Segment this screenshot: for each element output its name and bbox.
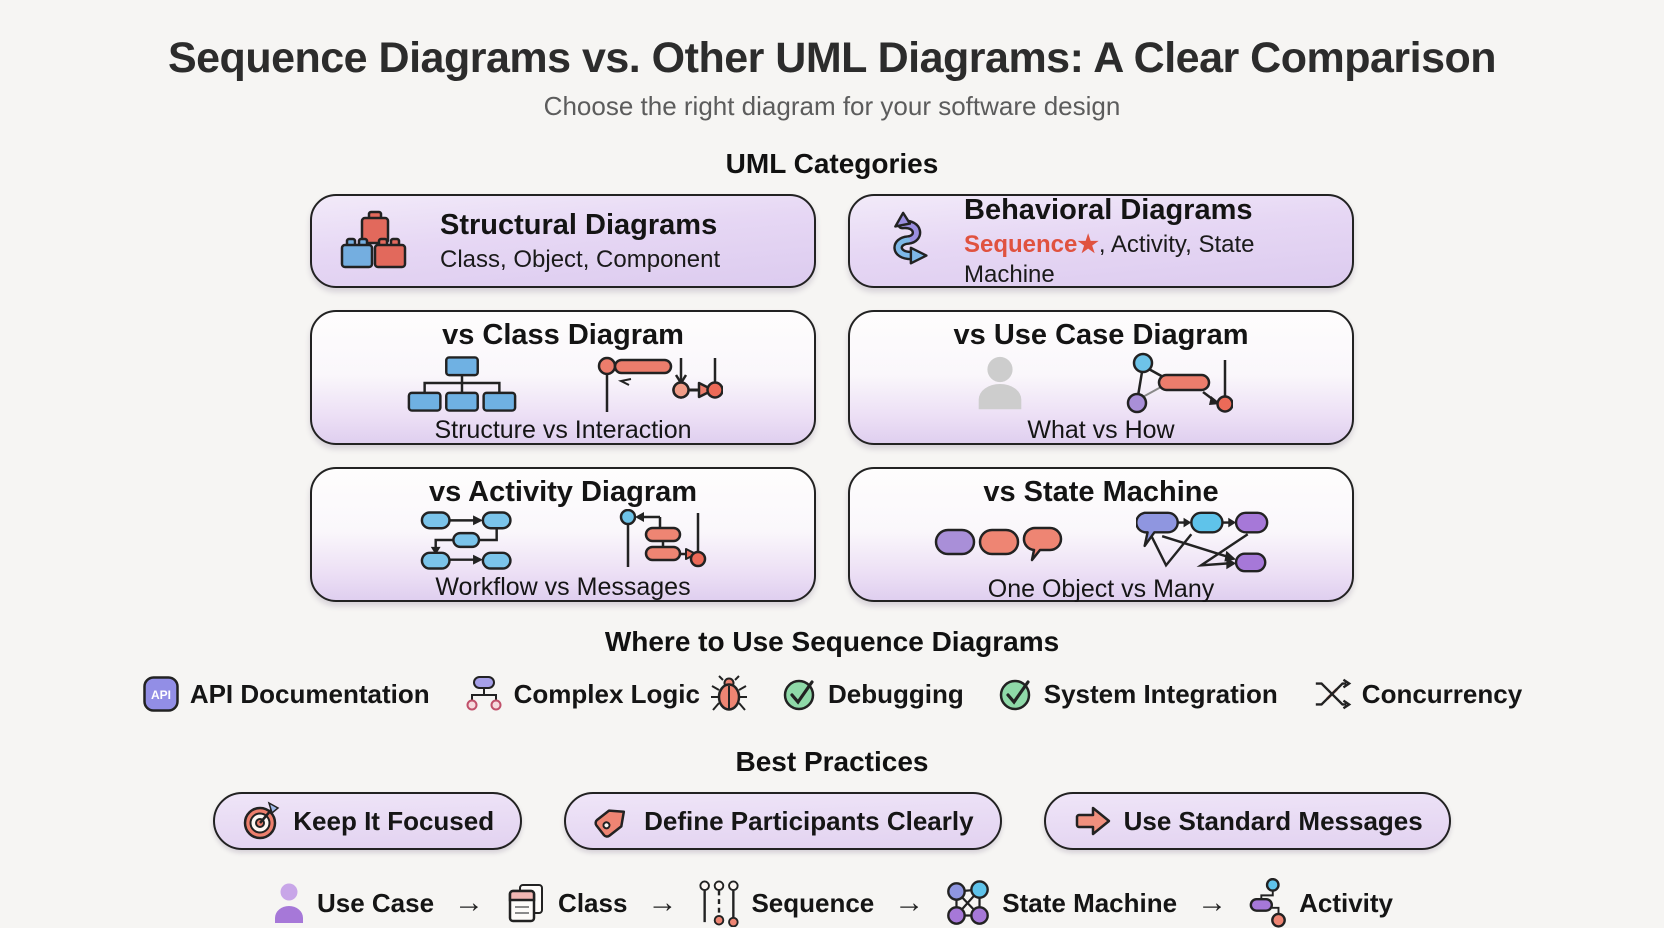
vs-use-case-title: vs Use Case Diagram xyxy=(953,319,1249,351)
path-arrow-icon: → xyxy=(454,886,485,919)
usecase-network-icon xyxy=(1103,352,1233,416)
state-graph-icon xyxy=(1136,507,1270,577)
use-item-label: Complex Logic xyxy=(513,678,700,709)
path-step-sequence: Sequence xyxy=(697,879,874,927)
page-subtitle: Choose the right diagram for your softwa… xyxy=(543,91,1121,121)
api-badge-icon: API xyxy=(142,675,180,713)
use-item-complex-logic: Complex Logic xyxy=(464,674,748,714)
vs-state-machine-caption: One Object vs Many xyxy=(987,575,1215,603)
s-curve-arrow-icon xyxy=(876,210,938,272)
uml-categories-heading: UML Categories xyxy=(725,148,939,179)
use-cases-row: API API Documentation Complex Logic xyxy=(0,670,1664,718)
vs-activity-diagram-card: vs Activity Diagram xyxy=(310,467,816,602)
vs-use-case-icons xyxy=(969,352,1233,416)
concurrency-icon xyxy=(1312,674,1352,714)
activity-flow-icon xyxy=(418,509,536,573)
behavioral-subtitle-rest: , Activity, State Machine xyxy=(964,231,1255,288)
tag-icon xyxy=(592,801,632,841)
path-step-class: Class xyxy=(504,881,627,925)
best-practices-heading: Best Practices xyxy=(735,746,929,777)
state-pills-icon xyxy=(932,516,1064,568)
structural-card-subtitle: Class, Object, Component xyxy=(440,246,721,274)
pill-label: Keep It Focused xyxy=(293,805,495,836)
class-doc-icon xyxy=(504,881,548,925)
actor-icon xyxy=(271,882,307,924)
check-circle-icon xyxy=(998,676,1034,712)
sequence-messages-icon xyxy=(608,509,708,573)
vs-class-title: vs Class Diagram xyxy=(442,319,684,351)
api-icon-label: API xyxy=(151,688,171,702)
class-tree-icon xyxy=(403,353,521,415)
use-item-api-documentation: API API Documentation xyxy=(142,675,430,713)
use-item-label: API Documentation xyxy=(189,678,430,709)
vs-activity-title: vs Activity Diagram xyxy=(428,476,698,508)
bug-icon xyxy=(710,674,748,714)
use-item-label: Debugging xyxy=(827,678,964,709)
structural-card-text: Structural Diagrams Class, Object, Compo… xyxy=(440,208,720,275)
learning-path-row: Use Case → Class → xyxy=(0,878,1664,928)
vs-state-machine-icons xyxy=(932,509,1270,575)
sequence-star-highlight: Sequence★ xyxy=(964,231,1099,259)
behavioral-card-title: Behavioral Diagrams xyxy=(964,194,1253,227)
vs-use-case-diagram-card: vs Use Case Diagram xyxy=(848,310,1354,445)
path-step-label: State Machine xyxy=(1002,887,1178,918)
use-item-label: System Integration xyxy=(1043,678,1278,709)
behavioral-card-subtitle: Sequence★, Activity, State Machine xyxy=(964,230,1338,289)
vs-use-case-caption: What vs How xyxy=(1027,416,1175,444)
state-nodes-icon xyxy=(944,879,992,927)
path-step-activity: Activity xyxy=(1247,878,1393,928)
target-icon xyxy=(241,801,281,841)
path-step-label: Use Case xyxy=(316,887,435,918)
pill-keep-it-focused: Keep It Focused xyxy=(213,792,523,850)
use-item-concurrency: Concurrency xyxy=(1312,674,1522,714)
path-arrow-icon: → xyxy=(647,886,678,919)
path-step-label: Sequence xyxy=(751,887,875,918)
path-arrow-icon: → xyxy=(1197,886,1228,919)
check-circle-icon xyxy=(782,676,818,712)
person-icon xyxy=(969,353,1031,415)
path-step-label: Activity xyxy=(1299,887,1394,918)
best-practices-row: Keep It Focused Define Participants Clea… xyxy=(0,792,1664,850)
vs-class-diagram-card: vs Class Diagram xyxy=(310,310,816,445)
pill-label: Define Participants Clearly xyxy=(644,805,974,836)
lifelines-icon xyxy=(697,879,741,927)
activity-mini-icon xyxy=(1247,878,1289,928)
pill-label: Use Standard Messages xyxy=(1123,805,1423,836)
cards-grid: Structural Diagrams Class, Object, Compo… xyxy=(310,194,1354,603)
where-heading: Where to Use Sequence Diagrams xyxy=(604,626,1060,657)
path-step-label: Class xyxy=(558,887,628,918)
vs-class-caption: Structure vs Interaction xyxy=(434,416,692,444)
path-step-use-case: Use Case xyxy=(271,882,434,924)
use-item-debugging: Debugging xyxy=(782,676,964,712)
structural-diagrams-card: Structural Diagrams Class, Object, Compo… xyxy=(310,194,816,288)
vs-class-icons xyxy=(403,352,723,416)
pill-use-standard-messages: Use Standard Messages xyxy=(1043,792,1451,850)
use-item-label: Concurrency xyxy=(1361,678,1523,709)
page-title: Sequence Diagrams vs. Other UML Diagrams… xyxy=(167,34,1497,82)
vs-state-machine-card: vs State Machine xyxy=(848,467,1354,603)
structural-card-title: Structural Diagrams xyxy=(440,208,718,241)
vs-activity-caption: Workflow vs Messages xyxy=(435,573,691,601)
behavioral-diagrams-card: Behavioral Diagrams Sequence★, Activity,… xyxy=(848,194,1354,288)
path-step-state-machine: State Machine xyxy=(944,879,1177,927)
sequence-interaction-icon xyxy=(593,352,723,416)
pill-define-participants: Define Participants Clearly xyxy=(564,792,1002,850)
use-item-system-integration: System Integration xyxy=(998,676,1278,712)
vs-activity-icons xyxy=(418,509,708,573)
vs-state-machine-title: vs State Machine xyxy=(983,476,1219,508)
behavioral-card-text: Behavioral Diagrams Sequence★, Activity,… xyxy=(964,193,1338,289)
logic-flow-icon xyxy=(464,674,504,714)
lego-blocks-icon xyxy=(338,209,414,273)
arrow-right-icon xyxy=(1072,801,1112,841)
path-arrow-icon: → xyxy=(894,886,925,919)
